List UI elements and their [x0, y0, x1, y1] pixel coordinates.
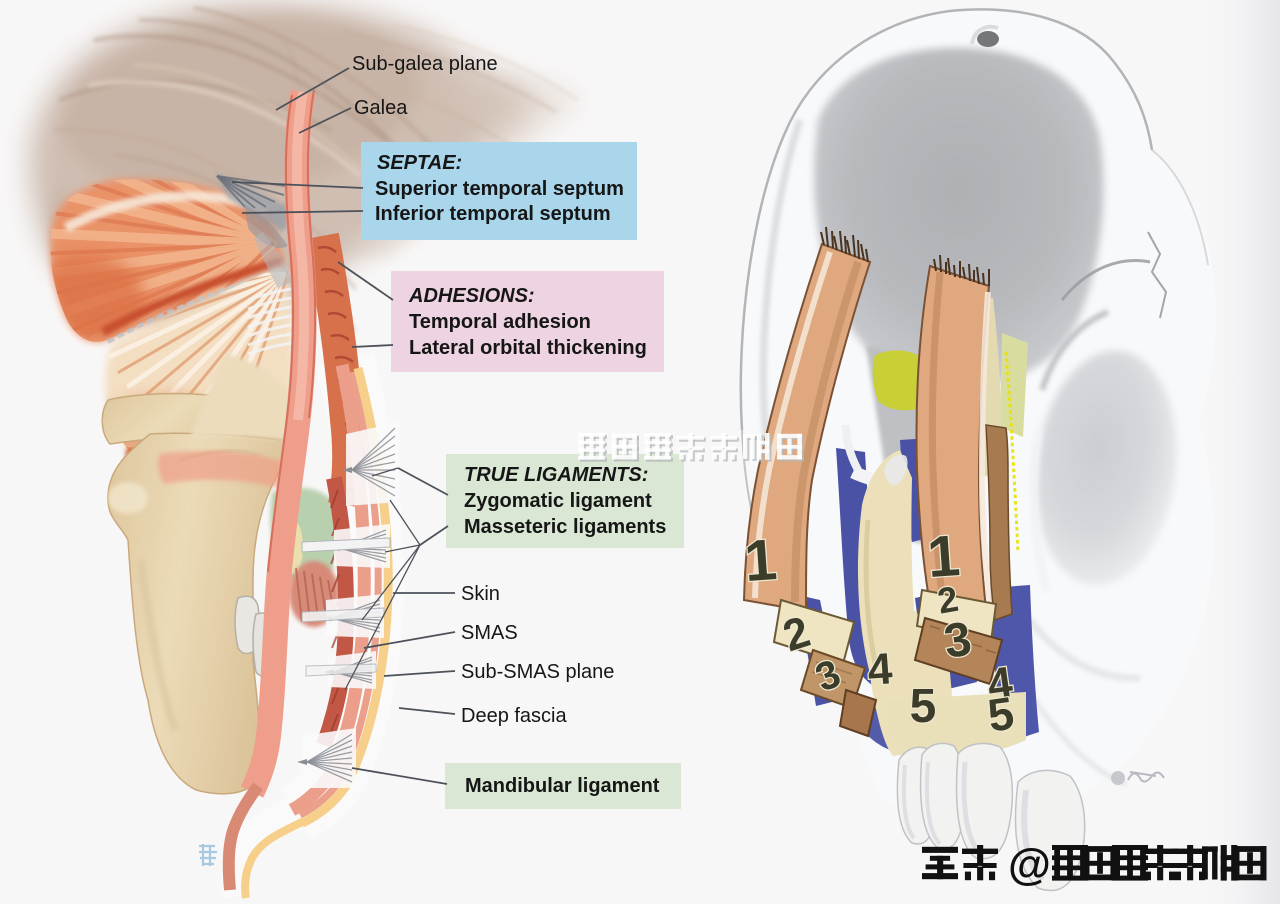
svg-text:1: 1 — [742, 527, 779, 594]
svg-text:Temporal adhesion: Temporal adhesion — [409, 311, 591, 333]
svg-text:@: @ — [1008, 840, 1051, 889]
svg-text:SEPTAE:: SEPTAE: — [377, 152, 462, 174]
svg-text:Mandibular ligament: Mandibular ligament — [465, 775, 660, 797]
svg-text:Lateral orbital thickening: Lateral orbital thickening — [409, 337, 647, 359]
svg-text:Zygomatic ligament: Zygomatic ligament — [464, 490, 652, 512]
svg-text:3: 3 — [941, 613, 975, 669]
svg-text:1: 1 — [925, 523, 962, 590]
svg-text:4: 4 — [866, 644, 894, 695]
svg-text:Sub-galea plane: Sub-galea plane — [352, 53, 498, 75]
svg-text:Galea: Galea — [354, 97, 408, 119]
svg-text:Inferior temporal septum: Inferior temporal septum — [375, 203, 611, 225]
svg-text:Deep fascia: Deep fascia — [461, 705, 567, 727]
svg-text:SMAS: SMAS — [461, 622, 518, 644]
svg-text:Skin: Skin — [461, 583, 500, 605]
svg-text:ADHESIONS:: ADHESIONS: — [408, 285, 535, 307]
svg-text:Masseteric ligaments: Masseteric ligaments — [464, 516, 666, 538]
svg-text:5: 5 — [910, 680, 937, 733]
svg-text:Superior temporal septum: Superior temporal septum — [375, 178, 624, 200]
svg-text:Sub-SMAS plane: Sub-SMAS plane — [461, 661, 614, 683]
svg-text:TRUE LIGAMENTS:: TRUE LIGAMENTS: — [464, 464, 648, 486]
